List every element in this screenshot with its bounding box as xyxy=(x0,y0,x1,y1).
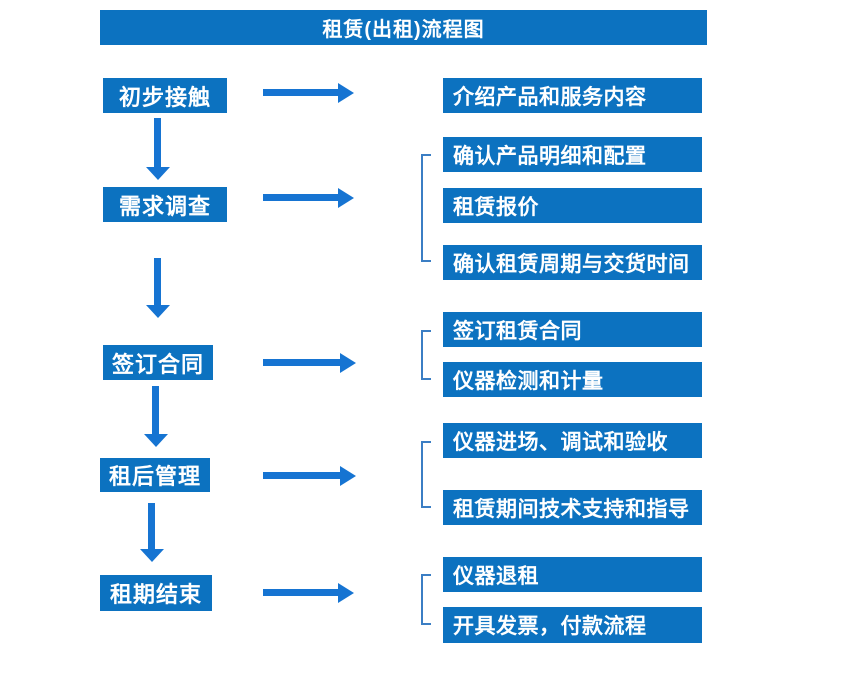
detail-box: 仪器进场、调试和验收 xyxy=(443,423,702,458)
right-arrow-icon xyxy=(263,352,356,373)
step-box-sign-contract: 签订合同 xyxy=(103,345,213,380)
right-arrow-icon xyxy=(263,582,354,603)
step-box-initial-contact: 初步接触 xyxy=(103,78,227,113)
right-arrow-icon xyxy=(263,465,356,486)
title-bar: 租赁(出租)流程图 xyxy=(100,10,707,45)
group-bracket xyxy=(421,441,431,508)
step-box-demand-survey: 需求调查 xyxy=(103,187,227,222)
detail-box: 开具发票，付款流程 xyxy=(443,607,702,643)
down-arrow-icon xyxy=(145,118,170,180)
detail-box: 仪器退租 xyxy=(443,557,702,592)
group-bracket xyxy=(421,154,431,262)
detail-box: 仪器检测和计量 xyxy=(443,362,702,397)
step-box-post-rental-management: 租后管理 xyxy=(100,458,210,492)
detail-box: 租赁期间技术支持和指导 xyxy=(443,490,702,525)
down-arrow-icon xyxy=(145,258,170,318)
down-arrow-icon xyxy=(139,503,164,562)
group-bracket xyxy=(421,330,431,380)
detail-box: 租赁报价 xyxy=(443,188,702,223)
down-arrow-icon xyxy=(143,386,168,447)
right-arrow-icon xyxy=(263,187,354,208)
group-bracket xyxy=(421,574,431,625)
detail-box: 确认租赁周期与交货时间 xyxy=(443,245,702,280)
detail-box: 确认产品明细和配置 xyxy=(443,137,702,172)
page-title: 租赁(出租)流程图 xyxy=(322,19,485,41)
detail-box: 介绍产品和服务内容 xyxy=(443,78,702,113)
right-arrow-icon xyxy=(263,82,354,103)
step-box-rental-end: 租期结束 xyxy=(100,575,212,611)
detail-box: 签订租赁合同 xyxy=(443,312,702,347)
